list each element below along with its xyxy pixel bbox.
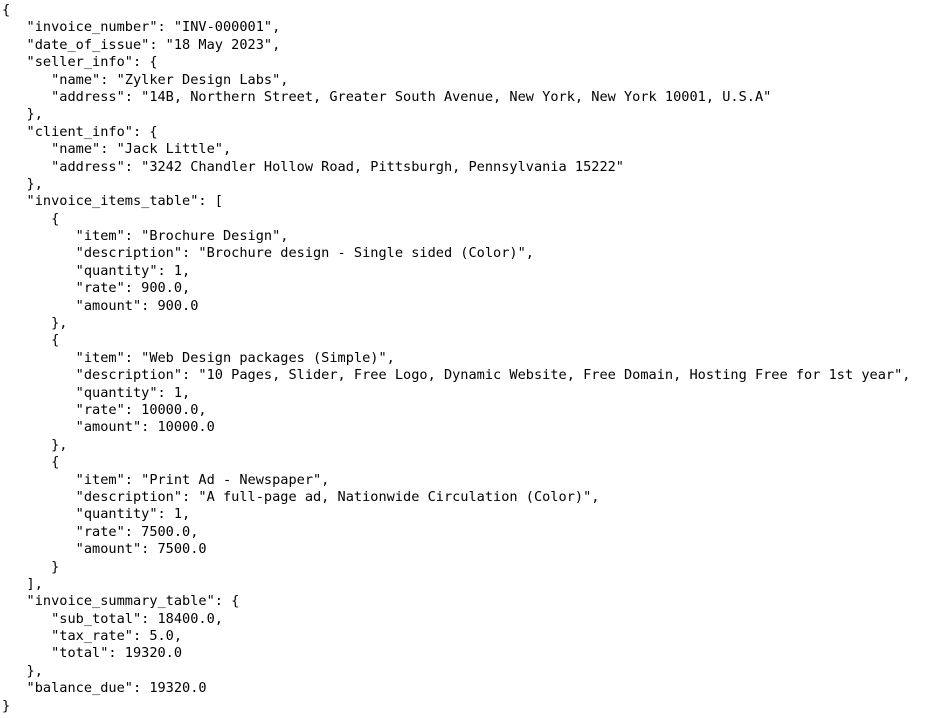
code-line: "balance_due": 19320.0	[2, 680, 207, 697]
code-line: }	[2, 558, 60, 575]
code-line: "date_of_issue": "18 May 2023",	[2, 36, 281, 53]
code-line: "quantity": 1,	[2, 506, 191, 523]
code-line: "address": "14B, Northern Street, Greate…	[2, 88, 772, 105]
code-line: "name": "Zylker Design Labs",	[2, 71, 289, 88]
code-line: {	[2, 2, 11, 18]
code-line: {	[2, 332, 60, 349]
code-line: "invoice_items_table": [	[2, 193, 223, 210]
code-line: ],	[2, 575, 43, 592]
code-line: "sub_total": 18400.0,	[2, 610, 223, 627]
code-line: "amount": 900.0	[2, 297, 199, 314]
code-line: "rate": 10000.0,	[2, 401, 207, 418]
code-line: "client_info": {	[2, 123, 158, 140]
code-line: "total": 19320.0	[2, 645, 183, 662]
code-line: "quantity": 1,	[2, 262, 191, 279]
code-line: "description": "A full-page ad, Nationwi…	[2, 488, 600, 505]
code-line: {	[2, 454, 60, 471]
code-line: "name": "Jack Little",	[2, 141, 232, 158]
code-line: },	[2, 106, 43, 123]
code-line: "item": "Print Ad - Newspaper",	[2, 471, 330, 488]
code-line: {	[2, 210, 60, 227]
code-line: },	[2, 662, 43, 679]
code-line: "seller_info": {	[2, 54, 158, 71]
code-line: "amount": 7500.0	[2, 541, 207, 558]
code-line: "address": "3242 Chandler Hollow Road, P…	[2, 158, 624, 175]
code-line: "tax_rate": 5.0,	[2, 628, 183, 645]
code-line: "description": "10 Pages, Slider, Free L…	[2, 367, 911, 384]
code-line: "rate": 7500.0,	[2, 523, 199, 540]
code-line: }	[2, 697, 11, 714]
code-line: "invoice_number": "INV-000001",	[2, 19, 281, 36]
code-line: },	[2, 436, 68, 453]
code-line: "quantity": 1,	[2, 384, 191, 401]
code-line: "item": "Brochure Design",	[2, 228, 289, 245]
code-line: "item": "Web Design packages (Simple)",	[2, 349, 395, 366]
code-line: "invoice_summary_table": {	[2, 593, 240, 610]
code-line: "rate": 900.0,	[2, 280, 191, 297]
code-line: },	[2, 175, 43, 192]
code-line: "description": "Brochure design - Single…	[2, 245, 534, 262]
code-line: },	[2, 315, 68, 332]
code-line: "amount": 10000.0	[2, 419, 215, 436]
